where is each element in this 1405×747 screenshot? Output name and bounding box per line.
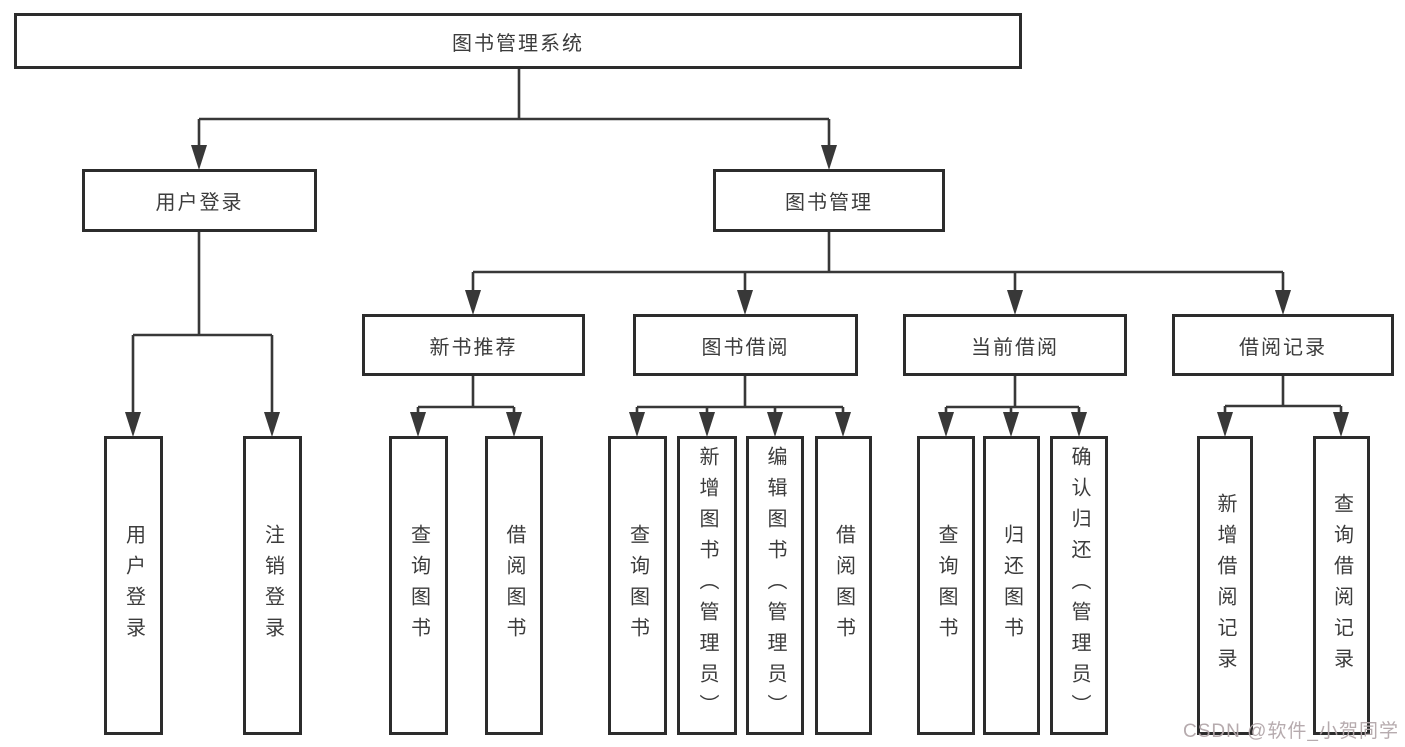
watermark: CSDN @软件_小贺同学 [1183,721,1399,742]
leaf-query-book-borrow: 查询图书 [608,436,667,735]
node-new-book-recommend: 新书推荐 [362,314,585,376]
leaf-edit-book-admin-label: 编辑图书（管理员） [764,446,786,725]
leaf-add-borrow-record-label: 新增借阅记录 [1214,492,1236,679]
leaf-add-book-admin-label: 新增图书（管理员） [696,446,718,725]
leaf-query-book-borrow-label: 查询图书 [626,523,649,648]
leaf-add-book-admin: 新增图书（管理员） [677,436,737,735]
node-new-book-recommend-label: 新书推荐 [429,336,518,359]
node-borrow-record: 借阅记录 [1172,314,1394,376]
node-borrow-record-label: 借阅记录 [1239,336,1327,359]
leaf-borrow-book-label: 借阅图书 [832,523,855,648]
leaf-logout-login: 注销登录 [243,436,302,735]
node-root-label: 图书管理系统 [452,32,584,55]
leaf-confirm-return-admin: 确认归还（管理员） [1050,436,1108,735]
node-user-login-label: 用户登录 [155,192,244,214]
node-current-borrow: 当前借阅 [903,314,1127,376]
leaf-return-book: 归还图书 [983,436,1040,735]
leaf-query-book-current: 查询图书 [917,436,975,735]
node-book-borrow-label: 图书借阅 [701,336,790,359]
leaf-query-borrow-record: 查询借阅记录 [1313,436,1370,735]
node-root: 图书管理系统 [14,13,1022,69]
leaf-logout-login-label: 注销登录 [261,523,284,648]
leaf-add-borrow-record: 新增借阅记录 [1197,436,1253,735]
leaf-confirm-return-admin-label: 确认归还（管理员） [1068,446,1090,725]
leaf-user-login-label: 用户登录 [122,523,145,648]
leaf-user-login: 用户登录 [104,436,163,735]
leaf-borrow-book-recommend: 借阅图书 [485,436,543,735]
leaf-query-book-recommend-label: 查询图书 [407,523,430,648]
leaf-query-borrow-record-label: 查询借阅记录 [1330,492,1353,679]
node-book-management: 图书管理 [713,169,945,232]
leaf-borrow-book: 借阅图书 [815,436,872,735]
leaf-edit-book-admin: 编辑图书（管理员） [746,436,804,735]
node-user-login: 用户登录 [82,169,317,232]
node-book-management-label: 图书管理 [785,192,873,214]
leaf-return-book-label: 归还图书 [1000,523,1023,648]
leaf-query-book-recommend: 查询图书 [389,436,448,735]
node-current-borrow-label: 当前借阅 [971,336,1059,359]
node-book-borrow: 图书借阅 [633,314,858,376]
leaf-query-book-current-label: 查询图书 [935,523,957,648]
leaf-borrow-book-recommend-label: 借阅图书 [503,523,525,648]
